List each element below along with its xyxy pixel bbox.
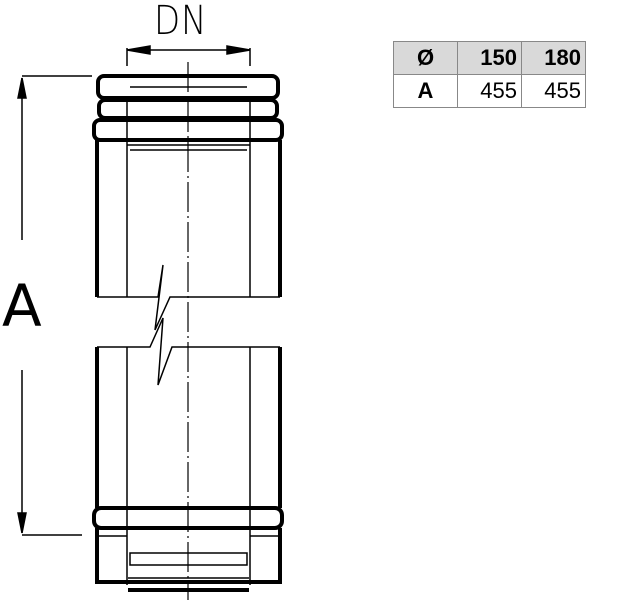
table-header-row: Ø 150 180 xyxy=(393,41,586,75)
header-diameter: Ø xyxy=(393,41,458,75)
header-150: 150 xyxy=(457,41,522,75)
dimension-table: Ø 150 180 A 455 455 xyxy=(393,41,586,108)
table-row: A 455 455 xyxy=(393,74,586,108)
a-label: A xyxy=(2,272,42,340)
dimension-dn xyxy=(126,45,251,66)
dn-label: DN xyxy=(154,0,208,44)
dimension-a xyxy=(17,75,92,536)
row-label: A xyxy=(393,74,458,108)
cell-value: 455 xyxy=(521,74,586,108)
cell-value: 455 xyxy=(457,74,522,108)
header-180: 180 xyxy=(521,41,586,75)
